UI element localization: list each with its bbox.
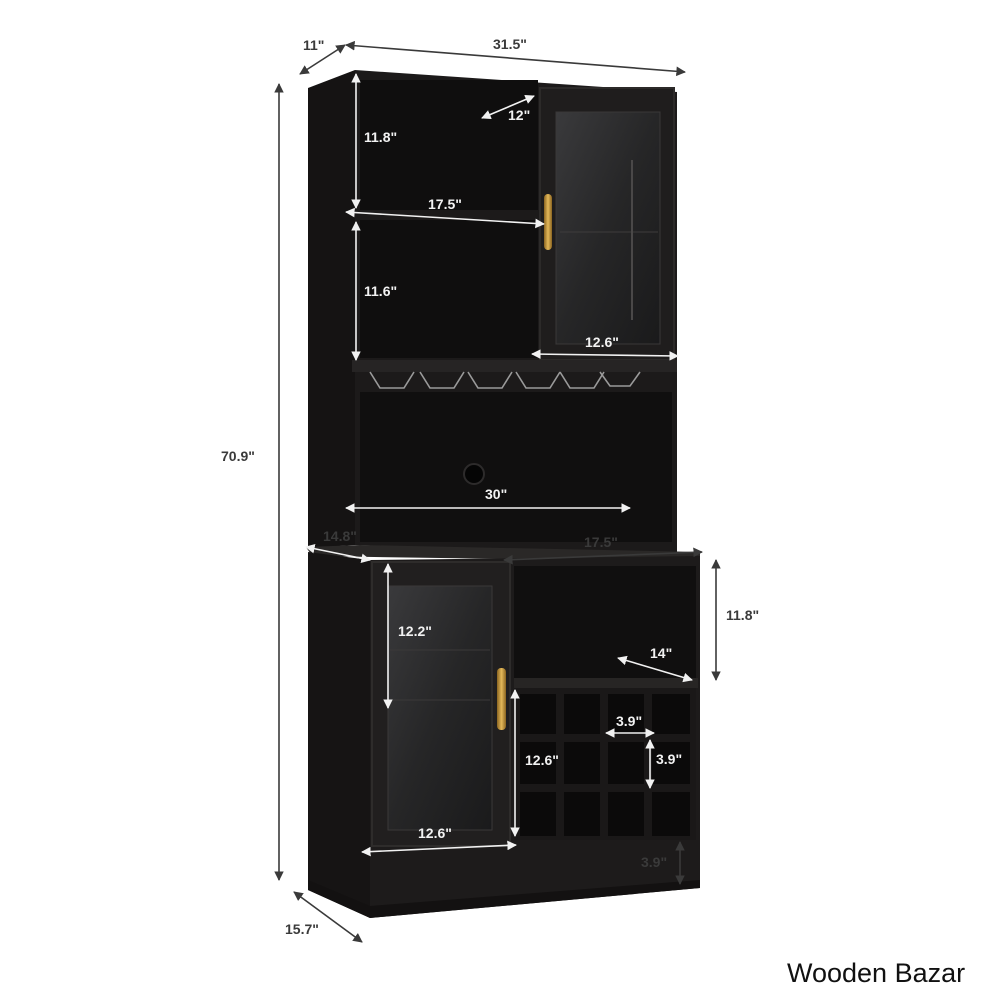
label-lower-shelf-depth: 14" — [650, 645, 672, 661]
upper-side-panel — [308, 70, 355, 548]
label-wine-cube-width: 3.9" — [616, 713, 642, 729]
width-total-line — [345, 40, 686, 77]
wine-rack — [514, 688, 696, 840]
label-middle-width: 30" — [485, 486, 507, 502]
label-wine-cube-height: 3.9" — [656, 751, 682, 767]
label-base-depth: 15.7" — [285, 921, 319, 937]
middle-open-compartment — [360, 392, 672, 542]
glass-door-width-top-line — [531, 349, 679, 361]
label-shelf-width-top: 17.5" — [428, 196, 462, 212]
shelf-depth-top-line — [481, 94, 535, 120]
base-depth-line — [293, 891, 363, 943]
upper-door-handle — [544, 194, 552, 250]
label-lower-door-width: 12.6" — [418, 825, 452, 841]
shelf-width-top-line — [345, 207, 545, 229]
label-height-total: 70.9" — [221, 448, 255, 464]
depth-top-line — [299, 44, 346, 75]
stemware-rack — [369, 371, 641, 389]
dimension-labels: 11" 31.5" 70.9" 11.8" 12" 17.5" 11.6" 12… — [221, 36, 759, 937]
lower-side-panel — [308, 552, 370, 918]
cabinet — [306, 70, 700, 918]
label-lower-shelf-width: 17.5" — [584, 534, 618, 550]
stemware-shelf — [352, 360, 677, 372]
label-depth-top: 11" — [303, 37, 324, 53]
label-shelf2-height: 11.6" — [364, 283, 397, 299]
watermark: Wooden Bazar — [787, 958, 966, 988]
upper-compartment-top — [360, 80, 538, 210]
lower-shelf-depth-line — [617, 655, 693, 683]
label-shelf-depth-top: 12" — [508, 107, 530, 123]
lower-shelf-width-line — [503, 547, 703, 565]
cabinet-base — [308, 880, 700, 918]
lower-door-width-line — [361, 840, 517, 857]
lower-glass-door — [371, 561, 511, 847]
label-lower-shelf-height: 11.8" — [726, 607, 759, 623]
label-base-height: 3.9" — [641, 854, 667, 870]
lower-door-handle — [497, 668, 506, 730]
label-width-total: 31.5" — [493, 36, 527, 52]
dimension-lines — [274, 40, 721, 943]
label-lower-door-height: 12.2" — [398, 623, 432, 639]
label-wine-rack-height: 12.6" — [525, 752, 559, 768]
label-side-depth: 14.8" — [323, 528, 357, 544]
label-glass-door-width-top: 12.6" — [585, 334, 619, 350]
lower-open-shelf — [514, 566, 696, 678]
label-shelf1-height: 11.8" — [364, 129, 397, 145]
upper-glass-door — [539, 87, 675, 361]
lower-shelf-board — [514, 678, 698, 688]
upper-compartment-middle — [360, 220, 538, 358]
side-depth-line — [305, 544, 371, 563]
cable-hole — [463, 463, 485, 485]
